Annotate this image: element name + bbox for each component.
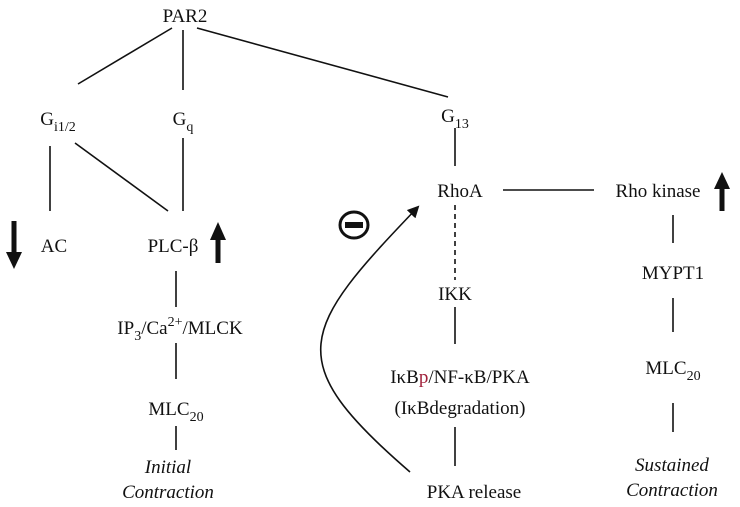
node-rho-kinase: Rho kinase bbox=[616, 181, 701, 202]
node-pka-release: PKA release bbox=[427, 482, 521, 503]
up-arrow-icon bbox=[210, 222, 226, 263]
node-ikk: IKK bbox=[438, 284, 472, 305]
node-gq: Gq bbox=[173, 109, 194, 135]
up-arrow-icon bbox=[714, 172, 730, 211]
node-par2: PAR2 bbox=[163, 6, 208, 27]
edge-pka-release-to-rhoa-curve bbox=[320, 205, 420, 473]
node-ikb-nfkb-pka: IκBp/NF-κB/PKA bbox=[390, 367, 530, 388]
edge-par2-g13 bbox=[196, 27, 449, 98]
node-rhoa: RhoA bbox=[437, 181, 483, 202]
minus-circle-icon bbox=[338, 210, 370, 240]
node-ip3-ca-mlck: IP3/Ca2+/MLCK bbox=[117, 315, 243, 344]
node-mlc20-left: MLC20 bbox=[148, 399, 203, 425]
node-mlc20-right: MLC20 bbox=[645, 358, 700, 384]
node-gi: Gi1/2 bbox=[40, 109, 76, 135]
node-ac: AC bbox=[41, 236, 67, 257]
edge-par2-gi bbox=[77, 27, 173, 85]
edge-gi-plc bbox=[74, 142, 169, 212]
node-g13: G13 bbox=[441, 106, 469, 132]
node-ikb-degradation: (IκBdegradation) bbox=[395, 398, 526, 419]
node-plc-beta: PLC-β bbox=[148, 236, 199, 257]
node-mypt1: MYPT1 bbox=[642, 263, 704, 284]
down-arrow-icon bbox=[6, 221, 22, 269]
